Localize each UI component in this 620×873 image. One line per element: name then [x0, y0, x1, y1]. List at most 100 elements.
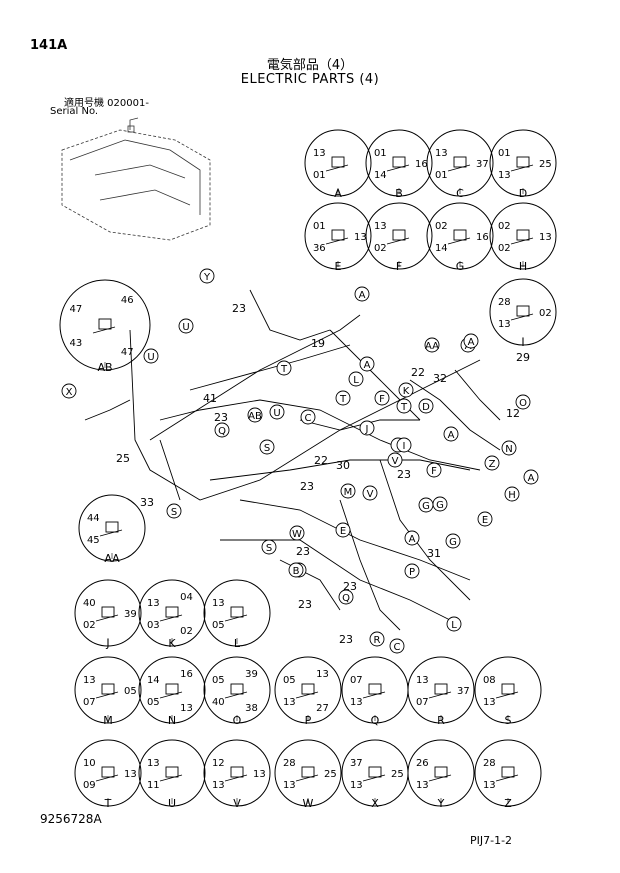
part-number: 13: [498, 319, 511, 330]
part-sketch-line: [447, 237, 471, 245]
part-number: 37: [457, 686, 470, 697]
part-number: 10: [83, 758, 96, 769]
part-sketch-line: [325, 237, 349, 245]
part-sketch-line: [386, 237, 410, 245]
view-callout-circle: [501, 440, 517, 456]
view-callout: W: [289, 525, 305, 541]
part-number: 14: [435, 243, 448, 254]
view-callout: U: [178, 318, 194, 334]
view-callout-label: J: [365, 424, 369, 435]
detail-circle-outline: [74, 656, 142, 724]
part-number: 16: [415, 159, 428, 170]
part-number: 13: [147, 598, 160, 609]
part-number: 07: [83, 697, 96, 708]
detail-circle-j: J403902: [74, 579, 142, 650]
view-callout: S: [166, 503, 182, 519]
view-callout-label: S: [266, 543, 272, 554]
view-callout-circle: [484, 455, 500, 471]
detail-circle-outline: [74, 739, 142, 807]
part-sketch-line: [92, 326, 116, 334]
view-callout-label: T: [339, 394, 347, 405]
view-callout-label: U: [273, 408, 280, 419]
part-number: 01: [435, 170, 448, 181]
view-callout-label: P: [409, 567, 415, 578]
part-sketch: [230, 606, 244, 618]
part-sketch-line: [510, 164, 534, 172]
part-sketch: [165, 683, 179, 695]
part-number: 47: [121, 347, 134, 358]
view-callout: L: [446, 616, 462, 632]
detail-circle-outline: [78, 494, 146, 562]
view-callout-circle: [443, 426, 459, 442]
view-callout: G: [445, 533, 461, 549]
view-callout: AA: [424, 337, 440, 353]
detail-circle-outline: [274, 739, 342, 807]
part-sketch: [516, 156, 530, 168]
part-callout: 23: [298, 598, 312, 611]
part-sketch: [301, 683, 315, 695]
view-callout-circle: [396, 398, 412, 414]
part-sketch-line: [224, 614, 248, 622]
part-number: 02: [374, 243, 387, 254]
part-number: 13: [316, 669, 329, 680]
view-callout-circle: [289, 525, 305, 541]
part-callout: 41: [203, 392, 217, 405]
view-callout-circle: [404, 530, 420, 546]
view-callout-circle: [143, 348, 159, 364]
view-callout: U: [269, 404, 285, 420]
part-number: 47: [70, 304, 83, 315]
part-sketch-line: [159, 774, 183, 782]
part-number: 28: [498, 297, 511, 308]
part-sketch-line: [224, 774, 248, 782]
view-callout-circle: [359, 356, 375, 372]
part-number: 05: [212, 620, 225, 631]
view-callout-label: C: [305, 413, 312, 424]
detail-circle-outline: [474, 739, 542, 807]
part-callout: 33: [140, 496, 154, 509]
part-sketch-line: [447, 164, 471, 172]
part-number: 13: [83, 675, 96, 686]
view-callout-label: H: [508, 490, 516, 501]
view-callout-label: E: [482, 515, 488, 526]
detail-circle-outline: [138, 579, 206, 647]
part-number: 16: [476, 232, 489, 243]
part-number: 45: [87, 535, 100, 546]
part-callout: 23: [232, 302, 246, 315]
part-sketch: [453, 156, 467, 168]
detail-circle-outline: [365, 202, 433, 270]
view-callout-circle: [426, 462, 442, 478]
part-sketch-line: [362, 691, 386, 699]
part-number: 13: [483, 780, 496, 791]
view-callout-circle: [199, 268, 215, 284]
part-sketch-line: [386, 164, 410, 172]
part-number: 16: [180, 669, 193, 680]
view-callout-label: I: [403, 441, 406, 452]
part-callout: 23: [296, 545, 310, 558]
view-callout-circle: [338, 589, 354, 605]
part-number: 13: [283, 780, 296, 791]
view-callout-circle: [261, 539, 277, 555]
view-callout-label: A: [468, 337, 475, 348]
serial-label-japanese: 適用号機 020001-: [64, 98, 149, 109]
part-number: 13: [498, 170, 511, 181]
part-sketch-line: [428, 691, 452, 699]
view-callout-label: C: [394, 642, 401, 653]
part-sketch: [392, 156, 406, 168]
part-number: 13: [354, 232, 367, 243]
part-number: 07: [350, 675, 363, 686]
page-title-japanese: 電気部品（4）: [266, 58, 354, 73]
view-callout-circle: [446, 616, 462, 632]
view-callout-label: U: [182, 322, 189, 333]
view-callout-circle: [374, 390, 390, 406]
part-sketch-line: [159, 614, 183, 622]
page-reference: PIJ7-1-2: [470, 834, 513, 847]
view-callout-circle: [166, 503, 182, 519]
